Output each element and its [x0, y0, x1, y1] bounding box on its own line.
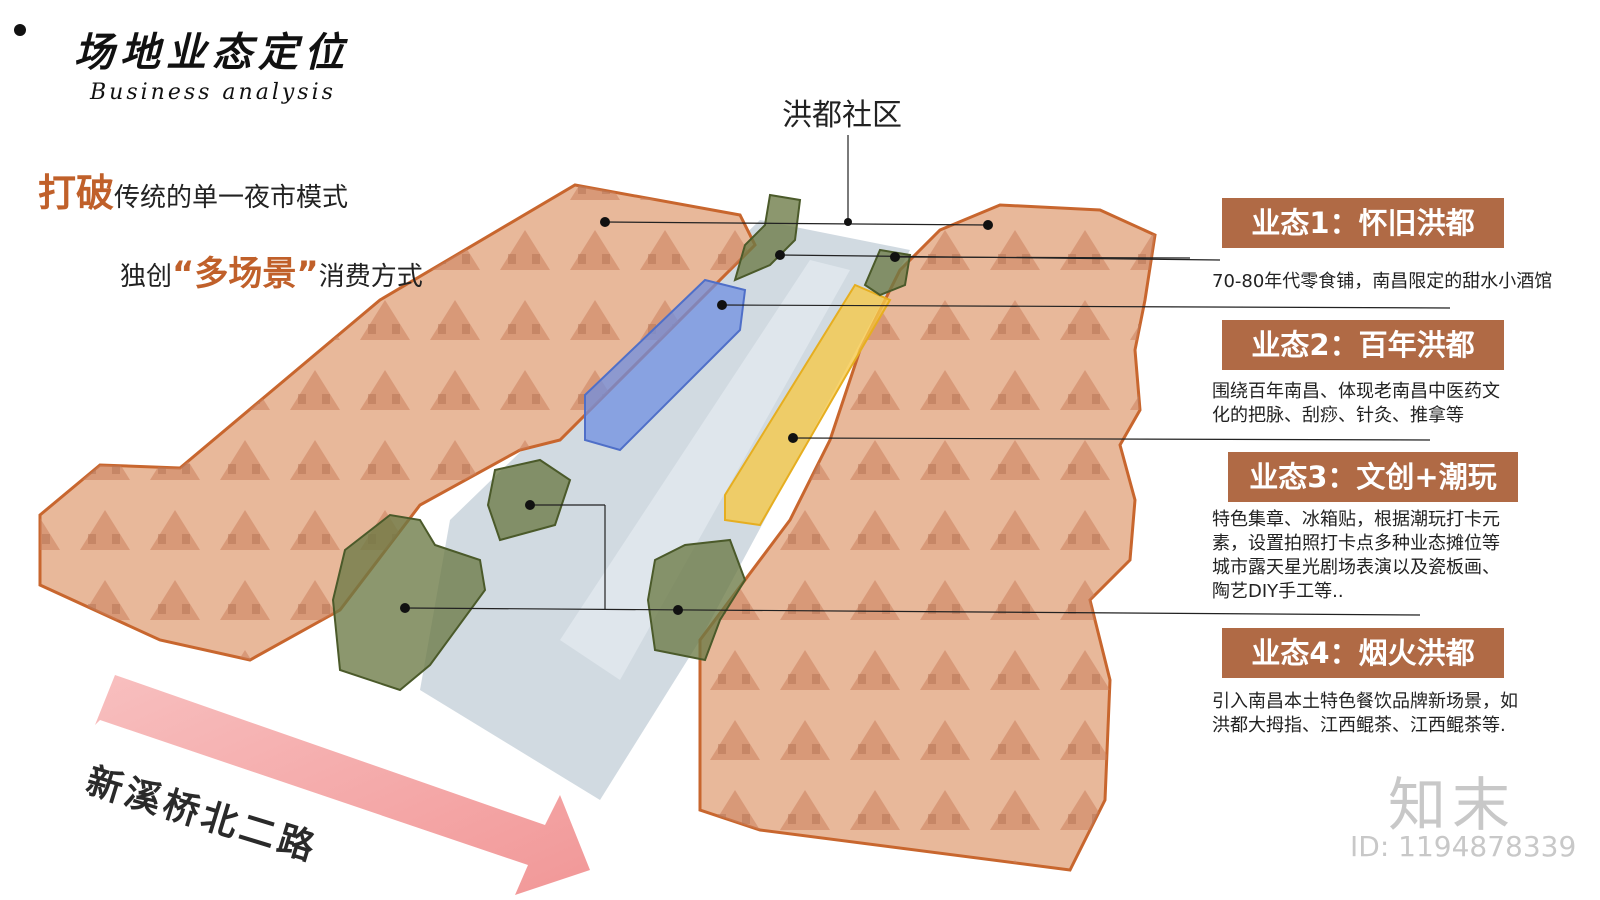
zone-green-large-left [331, 513, 487, 692]
slogan-line-1: 打破传统的单一夜市模式 [38, 162, 348, 217]
zone-green-top-right [863, 248, 912, 297]
slogan-line-2: 独创“多场景”消费方式 [120, 246, 423, 295]
format-description-4: 引入南昌本土特色餐饮品牌新场景，如洪都大拇指、江西鲲茶、江西鲲茶等. [1212, 691, 1518, 736]
slogan-emphasis-2: “多场景” [172, 254, 319, 294]
zone-green-mid [486, 458, 572, 542]
slogan-emphasis-1: 打破 [38, 171, 115, 215]
slogan-suffix-2: 消费方式 [318, 262, 423, 292]
format-description-1: 70-80年代零食铺，南昌限定的甜水小酒馆 [1212, 271, 1553, 292]
format-badge-2: 业态2：百年洪都 [1222, 320, 1504, 370]
leader-dots [400, 217, 993, 615]
community-label: 洪都社区 [782, 98, 902, 133]
format-badge-4: 业态4：烟火洪都 [1222, 628, 1504, 678]
slogan-prefix-2: 独创 [120, 262, 173, 292]
watermark-logo: 知末 [1388, 771, 1517, 839]
zone-heritage-blue [584, 278, 747, 452]
right-buildings [698, 203, 1157, 872]
leader-lines [404, 135, 1451, 616]
left-buildings [38, 183, 757, 662]
slogan-text-1: 传统的单一夜市模式 [114, 183, 349, 213]
green-zones [331, 193, 912, 692]
format-badge-3: 业态3：文创+潮玩 [1228, 452, 1518, 502]
street-lane [560, 260, 850, 680]
page-title: 场地业态定位 [74, 29, 350, 76]
format-description-3: 特色集章、冰箱贴，根据潮玩打卡元素，设置拍照打卡点多种业态摊位等城市露天星光剧场… [1212, 509, 1500, 602]
zone-green-top-left [733, 193, 802, 282]
title-bullet [14, 24, 26, 36]
zone-green-center [646, 538, 747, 662]
road-direction-arrow [95, 675, 590, 895]
format-badge-1: 业态1：怀旧洪都 [1222, 198, 1504, 248]
zone-culture-yellow [724, 283, 892, 527]
watermark-id: ID: 1194878339 [1350, 830, 1577, 863]
page-subtitle: Business analysis [90, 80, 336, 105]
format-description-2: 围绕百年南昌、体现老南昌中医药文化的把脉、刮痧、针灸、推拿等 [1212, 381, 1500, 426]
